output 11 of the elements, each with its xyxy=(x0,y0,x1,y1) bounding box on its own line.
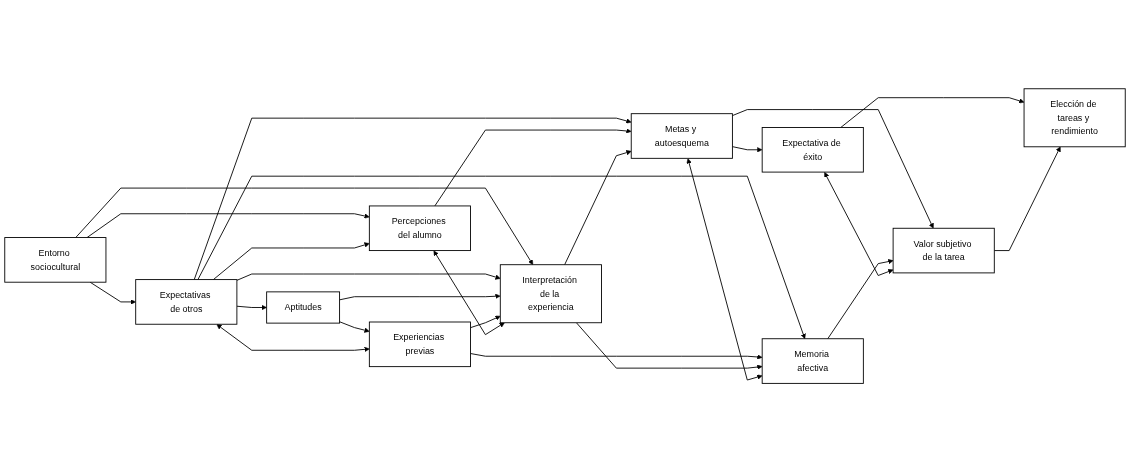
node-box: Elección de tareas y rendimiento xyxy=(1023,88,1126,148)
node-box: Memoria afectiva xyxy=(761,338,864,385)
node-box: Experiencias previas xyxy=(368,321,471,368)
node-box: Interpretación de la experiencia xyxy=(499,264,602,324)
node-box: Expectativas de otros xyxy=(135,279,238,326)
node-box: Entorno sociocultural xyxy=(4,237,107,284)
node-box: Metas y autoesquema xyxy=(630,113,733,160)
node-box: Percepciones del alumno xyxy=(368,205,471,252)
node-box: Aptitudes xyxy=(266,291,341,324)
node-box: Expectativa de éxito xyxy=(761,127,864,173)
node-box: Valor subjetivo de la tarea xyxy=(892,228,995,274)
